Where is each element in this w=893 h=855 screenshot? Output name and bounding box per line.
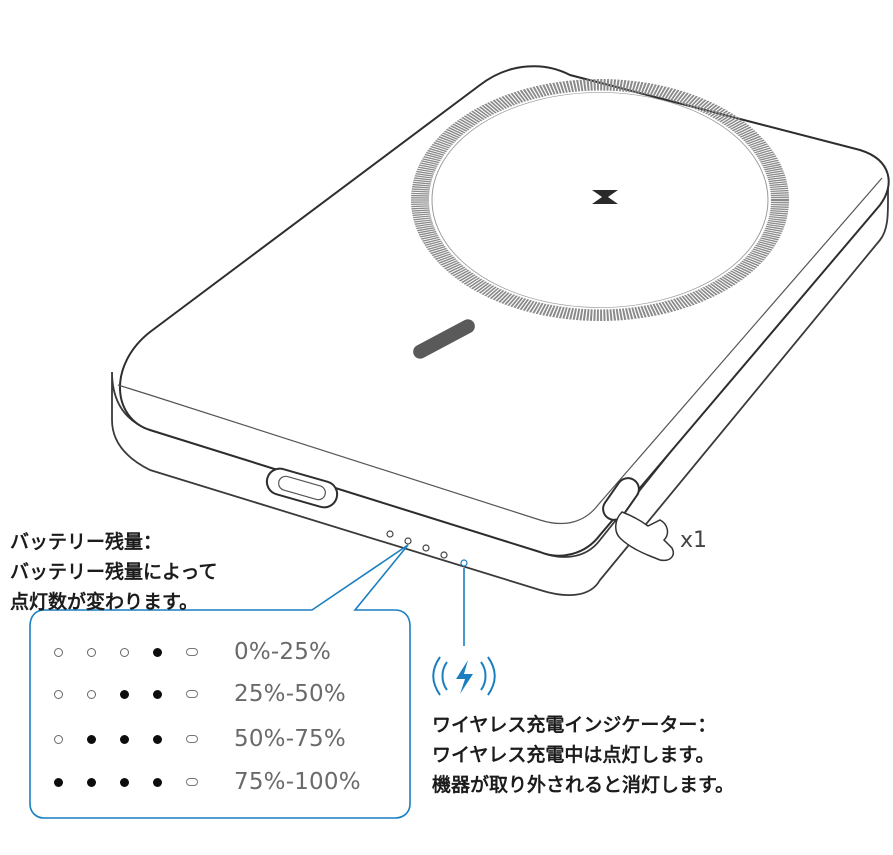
pointing-hand-icon [615, 511, 674, 562]
legend-row: 0%-25% [54, 632, 394, 672]
led-on-dot [153, 647, 162, 657]
brand-logo-icon [592, 190, 618, 204]
legend-range: 25%-50% [234, 681, 346, 707]
legend-row: 50%-75% [54, 719, 394, 759]
wireless-label-title: ワイヤレス充電インジケーター： [432, 714, 717, 736]
legend-range: 75%-100% [234, 769, 361, 795]
led-bar [413, 319, 475, 359]
button-press-count: x1 [680, 528, 708, 553]
led-on-dot [153, 734, 162, 744]
power-button[interactable] [599, 474, 643, 524]
legend-row: 25%-50% [54, 674, 394, 714]
magnetic-charging-ring [411, 79, 789, 321]
led-on-dot [153, 689, 162, 699]
battery-label: バッテリー残量： バッテリー残量によって 点灯数が変わります。 [10, 527, 217, 617]
legend-range: 50%-75% [234, 726, 346, 752]
wireless-indicator-dot [186, 735, 198, 743]
led-off-dot [54, 734, 63, 744]
led-on-dot [120, 777, 129, 787]
battery-callout-frame [29, 544, 411, 819]
legend-row: 75%-100% [54, 762, 394, 802]
led-on-dot [120, 734, 129, 744]
wireless-indicator-dot [186, 778, 198, 786]
legend-range: 0%-25% [234, 639, 332, 665]
led-off-dot [54, 689, 63, 699]
led-off-dot [87, 647, 96, 657]
led-on-dot [153, 777, 162, 787]
device-top-face [119, 65, 890, 557]
led-on-dot [87, 777, 96, 787]
wireless-charge-icon [432, 656, 496, 696]
led-off-dot [120, 647, 129, 657]
led-on-dot [87, 734, 96, 744]
wireless-indicator-dot [186, 690, 198, 698]
device-bevel-line [117, 177, 883, 525]
wireless-label-line2: 機器が取り外されると消灯します。 [432, 774, 735, 796]
status-leds [386, 530, 468, 567]
wireless-label-line1: ワイヤレス充電中は点灯します。 [432, 744, 715, 766]
led-on-dot [54, 777, 63, 787]
wireless-indicator-dot [186, 648, 198, 656]
battery-label-line1: バッテリー残量によって [10, 561, 218, 583]
wireless-label: ワイヤレス充電インジケーター： ワイヤレス充電中は点灯します。 機器が取り外され… [432, 710, 734, 800]
led-off-dot [54, 647, 63, 657]
led-on-dot [120, 689, 129, 699]
battery-label-title: バッテリー残量： [10, 531, 163, 553]
battery-label-line2: 点灯数が変わります。 [10, 591, 199, 613]
led-off-dot [87, 689, 96, 699]
battery-level-legend: 0%-25% 25%-50% 50%-75% 75%-100% [30, 618, 410, 816]
